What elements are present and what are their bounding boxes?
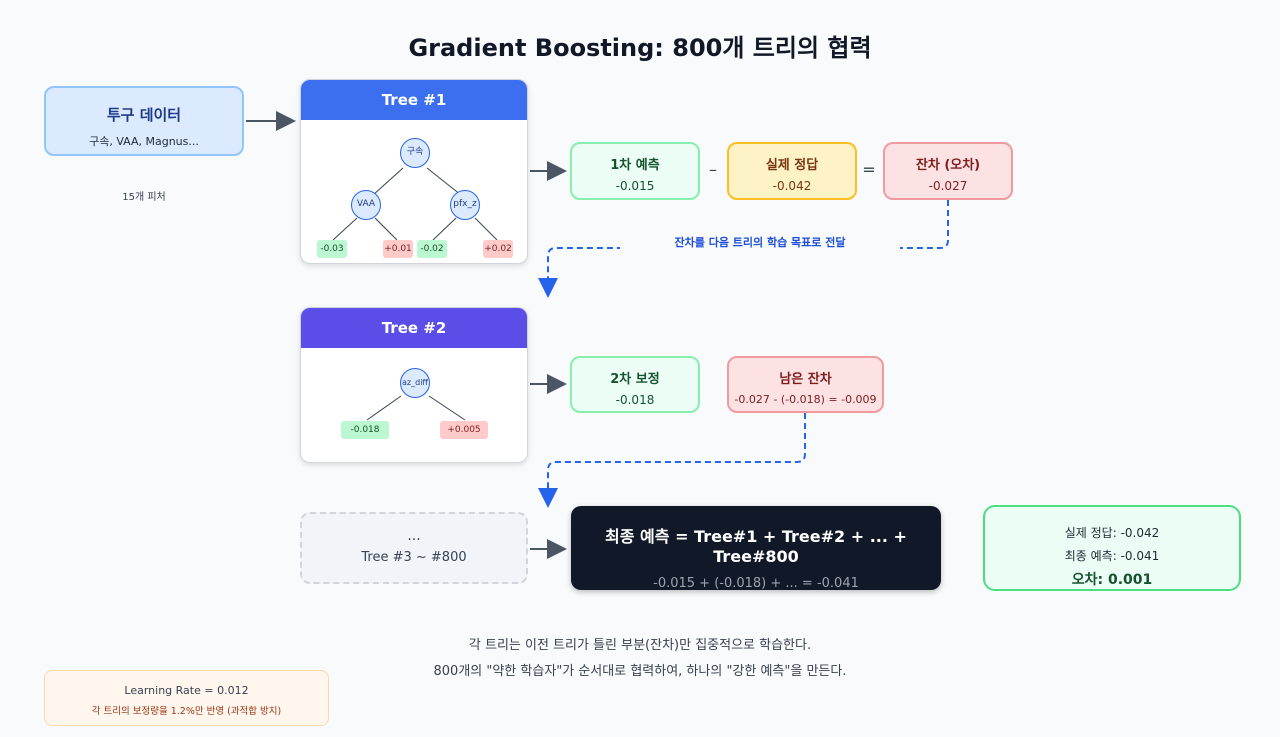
rest-trees-box: ... Tree #3 ~ #800 [300, 512, 528, 584]
page-title: Gradient Boosting: 800개 트리의 협력 [408, 34, 872, 62]
learning-rate-note: 각 트리의 보정량을 1.2%만 반영 (과적합 방지) [91, 706, 282, 717]
learning-rate-value: Learning Rate = 0.012 [124, 684, 249, 697]
final-formula: 최종 예측 = Tree#1 + Tree#2 + ... + Tree#800 [605, 527, 907, 566]
rest-trees-label: Tree #3 ~ #800 [361, 550, 467, 565]
result-truth: 실제 정답: -0.042 [1064, 526, 1160, 540]
tree1-leaf-3: -0.02 [417, 240, 447, 258]
result-error: 오차: 0.001 [1071, 572, 1153, 588]
resid-box: 잔차 (오차) -0.027 [883, 142, 1013, 200]
truth-value: -0.042 [772, 179, 812, 193]
truth-box: 실제 정답 -0.042 [727, 142, 857, 200]
correction2-box: 2차 보정 -0.018 [570, 356, 700, 413]
dashed-arrow-remaining-to-final [538, 413, 806, 508]
pass-residual-label: 잔차를 다음 트리의 학습 목표로 전달 [620, 234, 900, 250]
correction2-value: -0.018 [615, 393, 655, 407]
pred1-value: -0.015 [615, 179, 655, 193]
tree2-leaf-2: +0.005 [440, 421, 488, 439]
pred1-title: 1차 예측 [610, 158, 660, 173]
result-pred: 최종 예측: -0.041 [1064, 549, 1160, 563]
tree1-root-node: 구속 [400, 138, 430, 168]
tree1-card: Tree #1 구속 VAA pfx_z -0.03 +0.01 -0.02 +… [300, 79, 528, 264]
correction2-title: 2차 보정 [610, 372, 660, 387]
learning-rate-box: Learning Rate = 0.012 각 트리의 보정량을 1.2%만 반… [44, 670, 329, 726]
input-title: 투구 데이터 [106, 106, 182, 124]
tree1-left-node: VAA [351, 190, 381, 220]
rest-trees-dots: ... [407, 528, 421, 544]
pred1-box: 1차 예측 -0.015 [570, 142, 700, 200]
final-sum: -0.015 + (-0.018) + ... = -0.041 [653, 576, 859, 591]
remaining-value: -0.027 - (-0.018) = -0.009 [734, 393, 877, 406]
truth-title: 실제 정답 [765, 158, 819, 173]
summary-line-1: 각 트리는 이전 트리가 틀린 부분(잔차)만 집중적으로 학습한다. [468, 638, 812, 653]
tree2-leaf-1: -0.018 [341, 421, 389, 439]
equals-sign: = [862, 160, 876, 179]
final-prediction-box: 최종 예측 = Tree#1 + Tree#2 + ... + Tree#800… [571, 506, 941, 591]
tree1-leaf-2: +0.01 [383, 240, 413, 258]
tree1-right-node: pfx_z [450, 190, 480, 220]
remaining-resid-box: 남은 잔차 -0.027 - (-0.018) = -0.009 [727, 356, 884, 413]
summary-line-2: 800개의 "약한 학습자"가 순서대로 협력하여, 하나의 "강한 예측"을 … [433, 664, 847, 679]
resid-title: 잔차 (오차) [915, 158, 981, 173]
tree2-card: Tree #2 az_diff -0.018 +0.005 [300, 307, 528, 463]
tree1-leaf-1: -0.03 [317, 240, 347, 258]
input-subtitle: 구속, VAA, Magnus... [89, 135, 199, 148]
tree1-leaf-4: +0.02 [483, 240, 513, 258]
tree2-header: Tree #2 [301, 308, 527, 348]
resid-value: -0.027 [928, 179, 968, 193]
minus-sign: – [709, 160, 717, 179]
remaining-title: 남은 잔차 [779, 372, 832, 387]
tree2-edges [366, 395, 466, 421]
tree1-header: Tree #1 [301, 80, 527, 120]
input-data-box: 투구 데이터 구속, VAA, Magnus... [44, 86, 244, 156]
result-box: 실제 정답: -0.042 최종 예측: -0.041 오차: 0.001 [983, 505, 1241, 591]
tree2-root-node: az_diff [400, 368, 430, 398]
feature-count-note: 15개 피처 [122, 192, 166, 203]
tree1-edges [332, 167, 498, 241]
